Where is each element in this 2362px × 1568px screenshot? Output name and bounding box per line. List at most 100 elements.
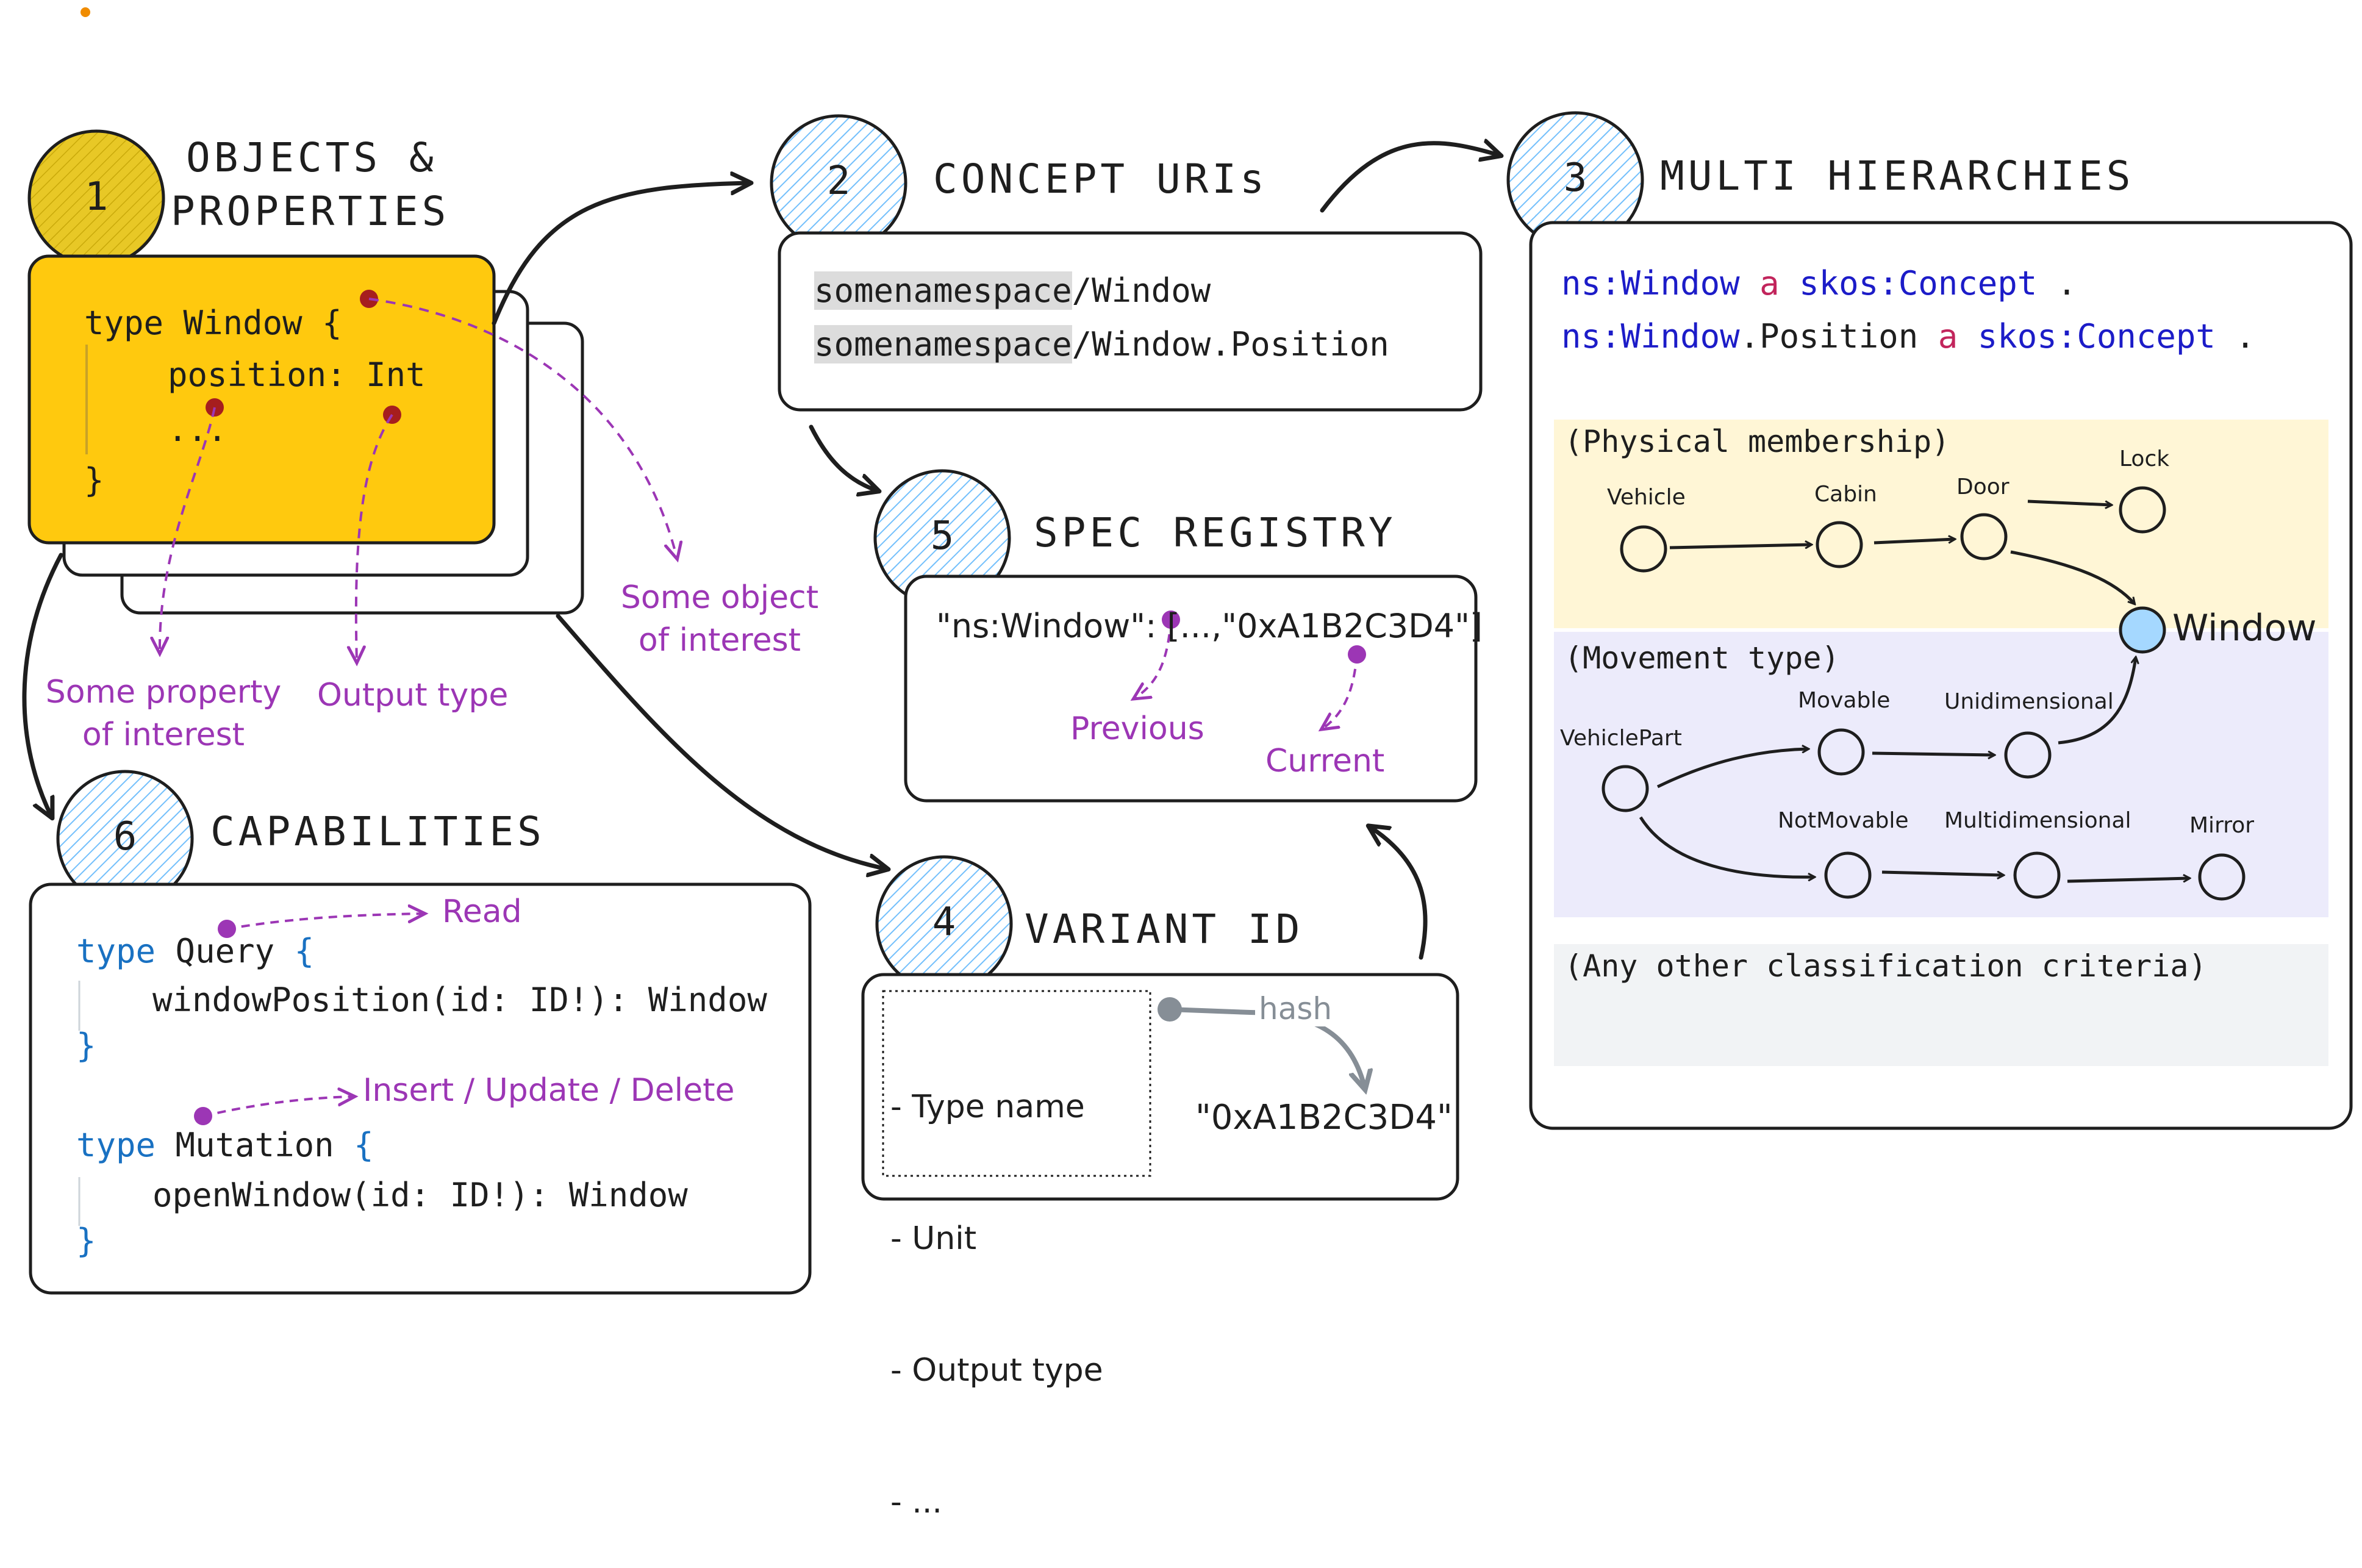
concept-uri-1: somenamespace/Window xyxy=(814,267,1211,315)
query-type-name: Query xyxy=(156,932,275,970)
arrow-2-to-5 xyxy=(809,424,878,491)
variant-item-unit: - Unit xyxy=(890,1220,977,1257)
variant-item-type-name: - Type name xyxy=(890,1089,1085,1125)
query-brace-close: } xyxy=(76,1026,96,1065)
edge-door-window xyxy=(2010,550,2135,604)
triple-subject: ns:Window xyxy=(1561,317,1740,356)
registry-values: ...,"0xA1B2C3D4"] xyxy=(1179,607,1483,645)
query-field-args: (id: ID!): Window xyxy=(430,981,767,1019)
node-unidimensional xyxy=(2004,731,2052,779)
label-notmovable: NotMovable xyxy=(1778,808,1909,833)
object-annotation: Some object of interest xyxy=(604,576,836,662)
label-lock: Lock xyxy=(2119,446,2170,471)
query-field: windowPosition(id: ID!): Window xyxy=(152,976,767,1025)
triple-subject-rest: .Position xyxy=(1739,317,1919,356)
object-annotation-line1: Some object xyxy=(620,579,819,616)
edge-notmovable-multidimensional xyxy=(1881,870,2003,875)
orange-dot xyxy=(81,7,90,17)
s5-number: 5 xyxy=(930,514,954,559)
mutation-line1: type Mutation { xyxy=(76,1121,374,1170)
physical-bg xyxy=(1554,420,2328,628)
registry-entry: "ns:Window": [...,"0xA1B2C3D4"] xyxy=(936,607,1483,645)
node-window xyxy=(2119,606,2166,654)
label-multidimensional: Multidimensional xyxy=(1944,808,2131,833)
objects-line1: type Window { xyxy=(84,299,342,348)
property-annotation-line2: of interest xyxy=(82,717,245,753)
edge-vehiclepart-notmovable xyxy=(1639,816,1814,877)
other-criteria: (Any other classification criteria) xyxy=(1564,948,2207,984)
hash-value: "0xA1B2C3D4" xyxy=(1195,1098,1453,1137)
triple-a: a xyxy=(1938,317,1958,356)
type-keyword: type xyxy=(76,1126,156,1164)
arrow-4-to-5 xyxy=(1369,826,1428,960)
mutation-field-args: (id: ID!): Window xyxy=(351,1176,688,1214)
object-annotation-line xyxy=(368,298,677,558)
type-keyword: type xyxy=(76,932,156,970)
arrow-1-to-2 xyxy=(492,183,750,326)
node-lock xyxy=(2119,486,2166,534)
variant-list: - Type name - Unit - Output type - ... xyxy=(890,997,1103,1568)
current-annotation-line xyxy=(1322,654,1358,729)
node-mirror xyxy=(2198,853,2246,901)
objects-line4: } xyxy=(84,461,104,499)
property-annotation-line1: Some property xyxy=(45,674,282,711)
concept-path: /Window xyxy=(1072,271,1211,310)
label-vehicle: Vehicle xyxy=(1607,485,1686,510)
concept-uri-2: somenamespace/Window.Position xyxy=(814,320,1389,369)
triple-a: a xyxy=(1759,264,1780,303)
namespace-highlight: somenamespace xyxy=(814,271,1072,310)
objects-card xyxy=(27,254,496,545)
movement-heading: (Movement type) xyxy=(1564,640,1840,676)
window-type-name: Window { xyxy=(163,304,342,342)
triple-1: ns:Window a skos:Concept . xyxy=(1561,259,2077,308)
variant-list-box xyxy=(882,990,1151,1177)
node-multidimensional xyxy=(2013,851,2061,899)
diagram-canvas xyxy=(22,7,2353,1295)
label-door: Door xyxy=(1956,474,2009,499)
node-cabin xyxy=(1816,521,1863,568)
variant-item-output-type: - Output type xyxy=(890,1352,1103,1389)
type-keyword: type xyxy=(84,304,164,342)
physical-heading: (Physical membership) xyxy=(1564,424,1950,459)
window-position-field: windowPosition xyxy=(152,981,431,1019)
current-annotation: Current xyxy=(1265,743,1385,779)
label-unidimensional: Unidimensional xyxy=(1944,689,2114,714)
triple-object: skos:Concept xyxy=(1799,264,2038,303)
s2-number: 2 xyxy=(826,159,851,204)
object-annotation-line2: of interest xyxy=(638,622,801,659)
arrow-1-to-6 xyxy=(22,553,63,817)
namespace-highlight: somenamespace xyxy=(814,325,1072,363)
edge-movable-unidimensional xyxy=(1872,753,1994,755)
s1-number: 1 xyxy=(84,174,109,220)
label-vehiclepart: VehiclePart xyxy=(1560,726,1682,751)
node-vehicle xyxy=(1620,525,1667,573)
triple-dot: . xyxy=(2037,264,2077,303)
variant-item-more: - ... xyxy=(890,1484,942,1520)
node-notmovable xyxy=(1824,851,1872,899)
previous-annotation-line xyxy=(1134,619,1172,698)
s4-number: 4 xyxy=(932,900,956,945)
node-door xyxy=(1960,513,2008,560)
spec-registry-card xyxy=(904,575,1478,803)
triple-dot: . xyxy=(2215,317,2255,356)
label-window: Window xyxy=(2172,607,2317,650)
open-window-field: openWindow xyxy=(152,1176,351,1214)
triple-object: skos:Concept xyxy=(1977,317,2216,356)
node-movable xyxy=(1817,728,1865,776)
s1-title-line1: OBJECTS & xyxy=(186,134,437,181)
objects-line2: position: Int xyxy=(168,356,426,394)
s4-title: VARIANT ID xyxy=(1025,906,1304,953)
edge-door-lock xyxy=(2027,499,2111,505)
read-annotation: Read xyxy=(442,893,522,930)
hash-label: hash xyxy=(1255,991,1336,1026)
mutation-brace-close: } xyxy=(76,1222,96,1260)
triple-subject: ns:Window xyxy=(1561,264,1740,303)
edge-cabin-door xyxy=(1873,539,1955,545)
s6-number: 6 xyxy=(113,814,137,859)
node-vehiclepart xyxy=(1602,765,1649,812)
property-annotation-line xyxy=(160,407,216,653)
registry-key: "ns:Window": [ xyxy=(936,607,1180,645)
iud-annotation-line xyxy=(202,1097,354,1117)
query-line1: type Query { xyxy=(76,927,314,976)
s3-title: MULTI HIERARCHIES xyxy=(1660,152,2135,199)
